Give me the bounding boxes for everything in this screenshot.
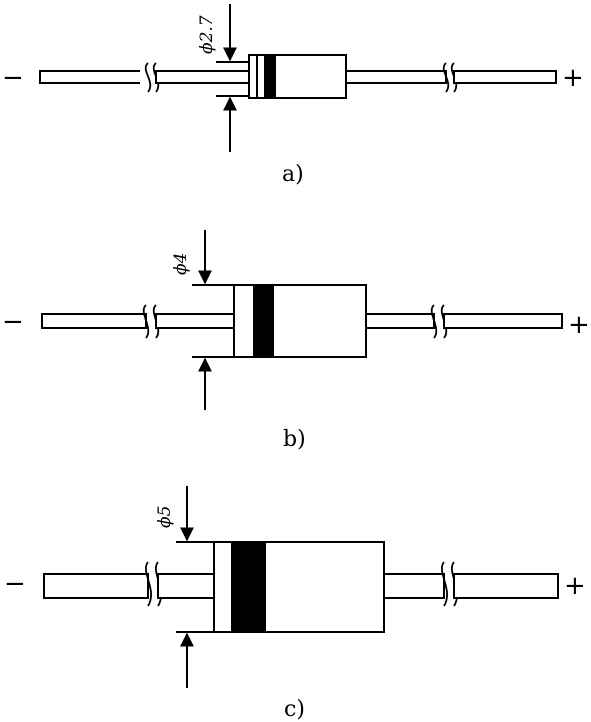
right-lead bbox=[345, 70, 447, 84]
diode-b: ϕ4 − + b) bbox=[2, 230, 590, 452]
left-lead bbox=[41, 313, 147, 329]
minus-terminal-label: − bbox=[4, 569, 26, 599]
break-squiggle bbox=[144, 62, 152, 93]
left-lead bbox=[39, 70, 149, 84]
break-squiggle bbox=[142, 304, 150, 339]
minus-terminal-label: − bbox=[2, 307, 24, 337]
break-squiggle bbox=[442, 62, 450, 93]
right-lead bbox=[453, 573, 559, 599]
plus-terminal-label: + bbox=[568, 310, 590, 340]
cathode-band bbox=[231, 543, 266, 631]
plus-terminal-label: + bbox=[562, 63, 584, 93]
right-lead bbox=[383, 573, 445, 599]
caption: c) bbox=[284, 697, 305, 722]
left-lead bbox=[157, 573, 215, 599]
minus-terminal-label: − bbox=[2, 63, 24, 93]
diameter-label: ϕ2.7 bbox=[197, 15, 217, 54]
cathode-band bbox=[253, 286, 274, 356]
left-lead bbox=[155, 70, 250, 84]
diameter-label: ϕ4 bbox=[171, 253, 191, 275]
right-lead bbox=[365, 313, 435, 329]
caption: b) bbox=[283, 427, 306, 452]
diameter-label: ϕ5 bbox=[155, 506, 175, 528]
break-squiggle bbox=[441, 561, 448, 607]
diode-c: ϕ5 − + c) bbox=[4, 486, 586, 722]
diode-body bbox=[248, 54, 347, 99]
break-squiggle bbox=[145, 561, 152, 607]
break-squiggle bbox=[430, 304, 438, 339]
left-lead bbox=[43, 573, 149, 599]
caption: a) bbox=[282, 162, 304, 187]
left-lead bbox=[155, 313, 235, 329]
right-lead bbox=[443, 313, 563, 329]
right-lead bbox=[453, 70, 557, 84]
diode-a: ϕ2.7 − + a) bbox=[2, 4, 584, 187]
cathode-band bbox=[264, 56, 276, 97]
plus-terminal-label: + bbox=[564, 571, 586, 601]
